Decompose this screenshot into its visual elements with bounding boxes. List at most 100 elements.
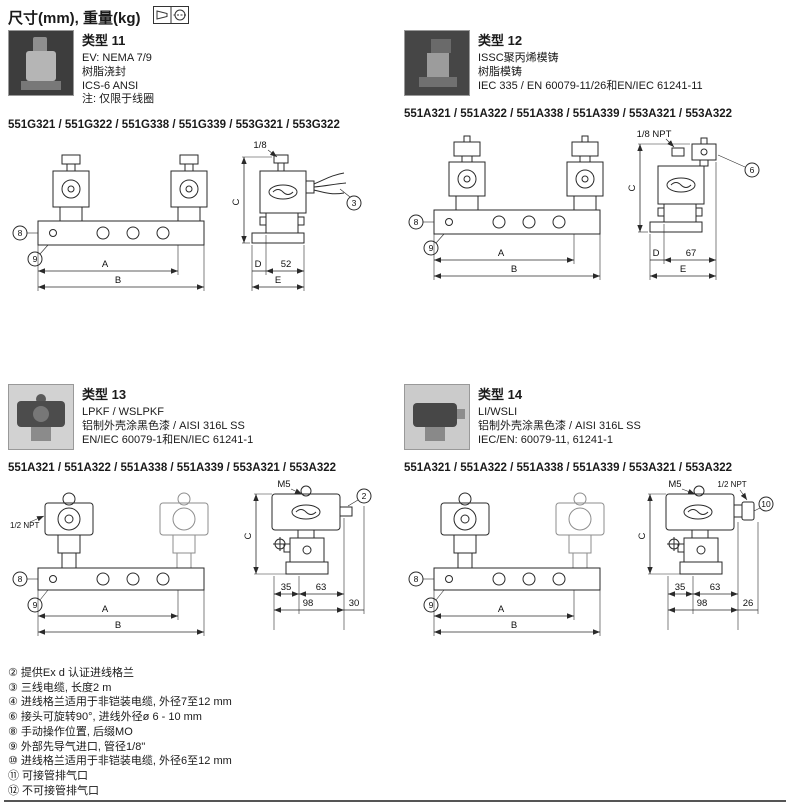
- footnote: ② 提供Ex d 认证进线格兰: [8, 667, 134, 679]
- front-view: [433, 135, 604, 235]
- type-12-section: 类型 12 ISSC聚丙烯模铸 树脂模铸 IEC 335 / EN 60079-…: [404, 30, 782, 292]
- callout-9: 9: [429, 243, 434, 253]
- type-14-section: 类型 14 LI/WSLI 铝制外壳涂黑色漆 / AISI 316L SS IE…: [404, 384, 782, 648]
- dim-E: E: [275, 275, 281, 286]
- part-numbers: 551G321 / 551G322 / 551G338 / 551G339 / …: [8, 119, 340, 131]
- breather-port-label: M5: [668, 479, 681, 490]
- type-12-drawing: 8 9 A B: [404, 124, 782, 292]
- dimensions-front: A B: [433, 234, 601, 280]
- dimensions-side: C D 67 E: [627, 143, 717, 280]
- pilot-port-label: 1/8: [253, 140, 266, 151]
- dimensions-front: A B: [433, 590, 601, 636]
- type-11-drawing: 8 9 A B: [8, 135, 386, 303]
- dimensions-side: C D 52 E: [231, 156, 305, 291]
- desc-line: 注: 仅限于线圈: [82, 93, 155, 106]
- desc-line: ISSC聚丙烯模铸: [478, 52, 559, 64]
- side-view: [271, 485, 353, 575]
- desc-line: LI/WSLI: [478, 406, 518, 418]
- side-view: [665, 485, 755, 575]
- dim-D: D: [255, 259, 262, 270]
- callout-8: 8: [18, 574, 23, 584]
- footnote: ⑥ 接头可旋转90°, 进线外径ø 6 - 10 mm: [8, 711, 202, 724]
- part-numbers: 551A321 / 551A322 / 551A338 / 551A339 / …: [404, 462, 733, 474]
- conduit-port-label: 1/2 NPT: [10, 521, 39, 530]
- part-numbers: 551A321 / 551A322 / 551A338 / 551A339 / …: [8, 462, 337, 474]
- conduit-port-label: 1/2 NPT: [717, 480, 746, 489]
- front-view: [37, 492, 209, 591]
- type-title: 类型 13: [82, 387, 127, 402]
- callout-8: 8: [414, 574, 419, 584]
- dim-98: 98: [697, 598, 708, 609]
- dim-D: D: [653, 248, 660, 259]
- dim-body-width: 52: [281, 259, 292, 270]
- type-title: 类型 12: [478, 33, 523, 48]
- side-labels: 1/8 3: [253, 140, 362, 211]
- callouts: 8 9: [12, 225, 49, 267]
- dim-A: A: [498, 248, 505, 259]
- dim-63: 63: [316, 582, 327, 593]
- footer-divider: [4, 800, 786, 802]
- type-11-header: 类型 11 EV: NEMA 7/9 树脂浇封 ICS-6 ANSI 注: 仅限…: [8, 30, 386, 107]
- front-labels: 1/2 NPT 8 9: [10, 515, 49, 613]
- desc-line: ICS-6 ANSI: [82, 79, 139, 92]
- footnotes: ② 提供Ex d 认证进线格兰 ③ 三线电缆, 长度2 m ④ 进线格兰适用于非…: [8, 666, 232, 799]
- dim-63: 63: [710, 582, 721, 593]
- footnote: ⑨ 外部先导气进口, 管径1/8": [8, 740, 146, 753]
- footnote: ④ 进线格兰适用于非铠装电缆, 外径7至12 mm: [8, 696, 232, 709]
- callout-8: 8: [18, 228, 23, 238]
- side-labels: 1/8 NPT 6: [637, 129, 760, 178]
- callout-9: 9: [33, 254, 38, 264]
- first-angle-projection-icon: [152, 6, 189, 29]
- type-12-header: 类型 12 ISSC聚丙烯模铸 树脂模铸 IEC 335 / EN 60079-…: [404, 30, 782, 96]
- dim-A: A: [102, 604, 109, 615]
- callout-connector: 6: [750, 165, 755, 175]
- dim-35: 35: [281, 582, 292, 593]
- side-labels: M5 2: [277, 479, 372, 507]
- desc-line: EV: NEMA 7/9: [82, 52, 152, 64]
- product-photo: [404, 384, 470, 450]
- dim-depth: 26: [743, 598, 754, 609]
- type-13-section: 类型 13 LPKF / WSLPKF 铝制外壳涂黑色漆 / AISI 316L…: [8, 384, 386, 648]
- desc-line: LPKF / WSLPKF: [82, 406, 164, 418]
- footnote: ⑩ 进线格兰适用于非铠装电缆, 外径6至12 mm: [8, 755, 232, 768]
- page-title: 尺寸(mm), 重量(kg): [8, 10, 141, 27]
- dim-B: B: [115, 620, 121, 631]
- page-header: 尺寸(mm), 重量(kg): [8, 6, 189, 29]
- footnote: ⑧ 手动操作位置, 后缀MO: [8, 725, 133, 738]
- front-view: [433, 492, 605, 591]
- dim-98: 98: [303, 598, 314, 609]
- product-photo: [8, 384, 74, 450]
- type-title: 类型 14: [478, 387, 523, 402]
- side-view: [251, 154, 347, 244]
- footnote: ③ 三线电缆, 长度2 m: [8, 681, 112, 694]
- dim-B: B: [115, 275, 121, 286]
- breather-port-label: M5: [277, 479, 290, 490]
- type-title: 类型 11: [82, 33, 126, 48]
- desc-line: EN/IEC 60079-1和EN/IEC 61241-1: [82, 433, 254, 446]
- callouts: 8 9: [408, 214, 445, 256]
- callout-9: 9: [33, 600, 38, 610]
- product-photo: [8, 30, 74, 96]
- callout-gland: 10: [761, 499, 771, 509]
- callout-8: 8: [414, 217, 419, 227]
- dim-C: C: [627, 184, 638, 191]
- desc-line: 树脂浇封: [82, 65, 126, 78]
- desc-line: IEC/EN: 60079-11, 61241-1: [478, 433, 613, 446]
- pilot-port-label: 1/8 NPT: [637, 129, 672, 140]
- front-view: [37, 154, 208, 246]
- desc-line: 树脂模铸: [478, 65, 522, 78]
- callout-gland: 2: [362, 491, 367, 501]
- front-labels: 8 9: [408, 571, 445, 613]
- dimensions-front: A B: [37, 245, 205, 291]
- callout-cable: 3: [352, 198, 357, 208]
- dimensions-front: A B: [37, 590, 205, 636]
- type-13-drawing: 1/2 NPT 8 9 A B: [8, 478, 386, 648]
- type-14-header: 类型 14 LI/WSLI 铝制外壳涂黑色漆 / AISI 316L SS IE…: [404, 384, 782, 450]
- dim-A: A: [498, 604, 505, 615]
- dim-body-width: 67: [686, 248, 697, 259]
- footnote: ⑫ 不可接管排气口: [8, 784, 100, 797]
- dim-A: A: [102, 259, 109, 270]
- dim-E: E: [680, 264, 686, 275]
- desc-line: 铝制外壳涂黑色漆 / AISI 316L SS: [478, 419, 641, 432]
